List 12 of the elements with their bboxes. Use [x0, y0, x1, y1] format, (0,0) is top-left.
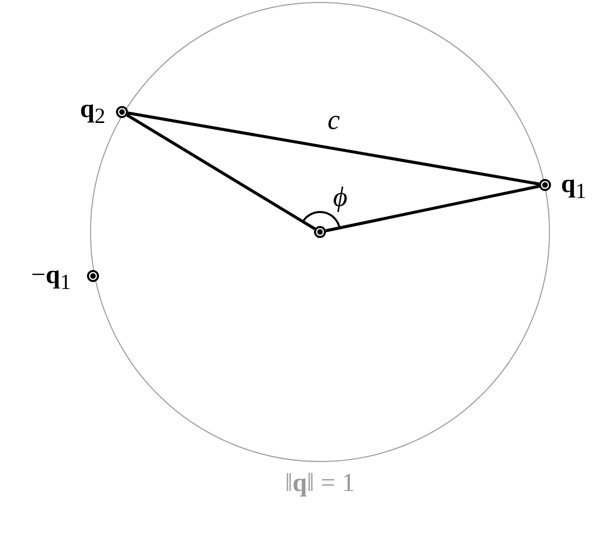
line-segment [126, 114, 316, 230]
point-marker [539, 179, 551, 191]
point-label: q$_{1}$ [561, 171, 586, 203]
point-marker [116, 106, 128, 118]
line-segment [326, 184, 540, 232]
point-marker [314, 226, 326, 238]
point-label: −q$_{1}$ [31, 262, 71, 294]
norm-label: ‖q‖ = 1 [284, 470, 356, 496]
line-segment [128, 112, 540, 186]
point-marker [87, 270, 99, 282]
point-label: q$_{2}$ [80, 96, 106, 128]
angle-label: ϕ [333, 184, 348, 212]
